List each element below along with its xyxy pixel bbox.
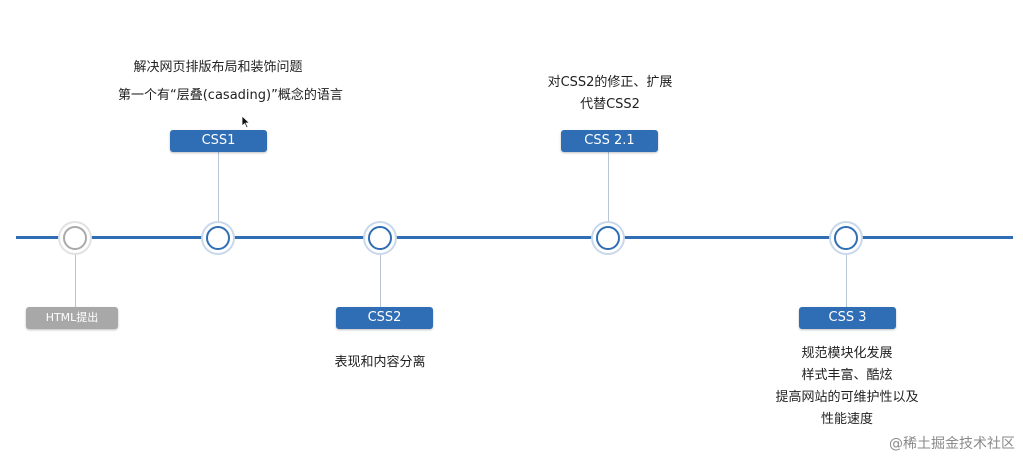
- connector-css1: [218, 152, 219, 225]
- event-note: 规范模块化发展: [801, 346, 893, 361]
- event-tag-html: HTML提出: [26, 307, 118, 329]
- event-tag-css3: CSS 3: [799, 307, 896, 329]
- event-note: 对CSS2的修正、扩展: [547, 75, 673, 90]
- event-note: 第一个有“层叠(casading)”概念的语言: [118, 88, 343, 103]
- event-note: 样式丰富、酷炫: [801, 368, 893, 383]
- event-notes-css1: 解决网页排版布局和装饰问题 第一个有“层叠(casading)”概念的语言: [118, 57, 343, 107]
- timeline-node-css1: [206, 226, 230, 250]
- connector-css3: [846, 249, 847, 307]
- event-note: 性能速度: [820, 412, 873, 427]
- event-notes-css21: 对CSS2的修正、扩展 代替CSS2: [530, 72, 690, 116]
- connector-css21: [608, 152, 609, 225]
- event-note: 表现和内容分离: [334, 355, 426, 370]
- event-tag-css1: CSS1: [170, 130, 267, 152]
- timeline-node-css21: [596, 226, 620, 250]
- event-tag-css21: CSS 2.1: [561, 130, 658, 152]
- event-notes-css3: 规范模块化发展 样式丰富、酷炫 提高网站的可维护性以及 性能速度: [747, 343, 947, 431]
- timeline-node-css2: [368, 226, 392, 250]
- event-notes-css2: 表现和内容分离: [300, 352, 460, 374]
- mouse-cursor-icon: [241, 115, 251, 129]
- event-note: 解决网页排版布局和装饰问题: [133, 60, 303, 75]
- timeline-axis: [16, 236, 1013, 239]
- connector-css2: [380, 249, 381, 307]
- event-tag-css2: CSS2: [336, 307, 433, 329]
- event-note: 代替CSS2: [580, 97, 640, 112]
- event-note: 提高网站的可维护性以及: [775, 390, 919, 405]
- timeline-node-html: [63, 226, 87, 250]
- watermark: @稀土掘金技术社区: [889, 436, 1015, 452]
- connector-html: [75, 249, 76, 307]
- timeline-node-css3: [834, 226, 858, 250]
